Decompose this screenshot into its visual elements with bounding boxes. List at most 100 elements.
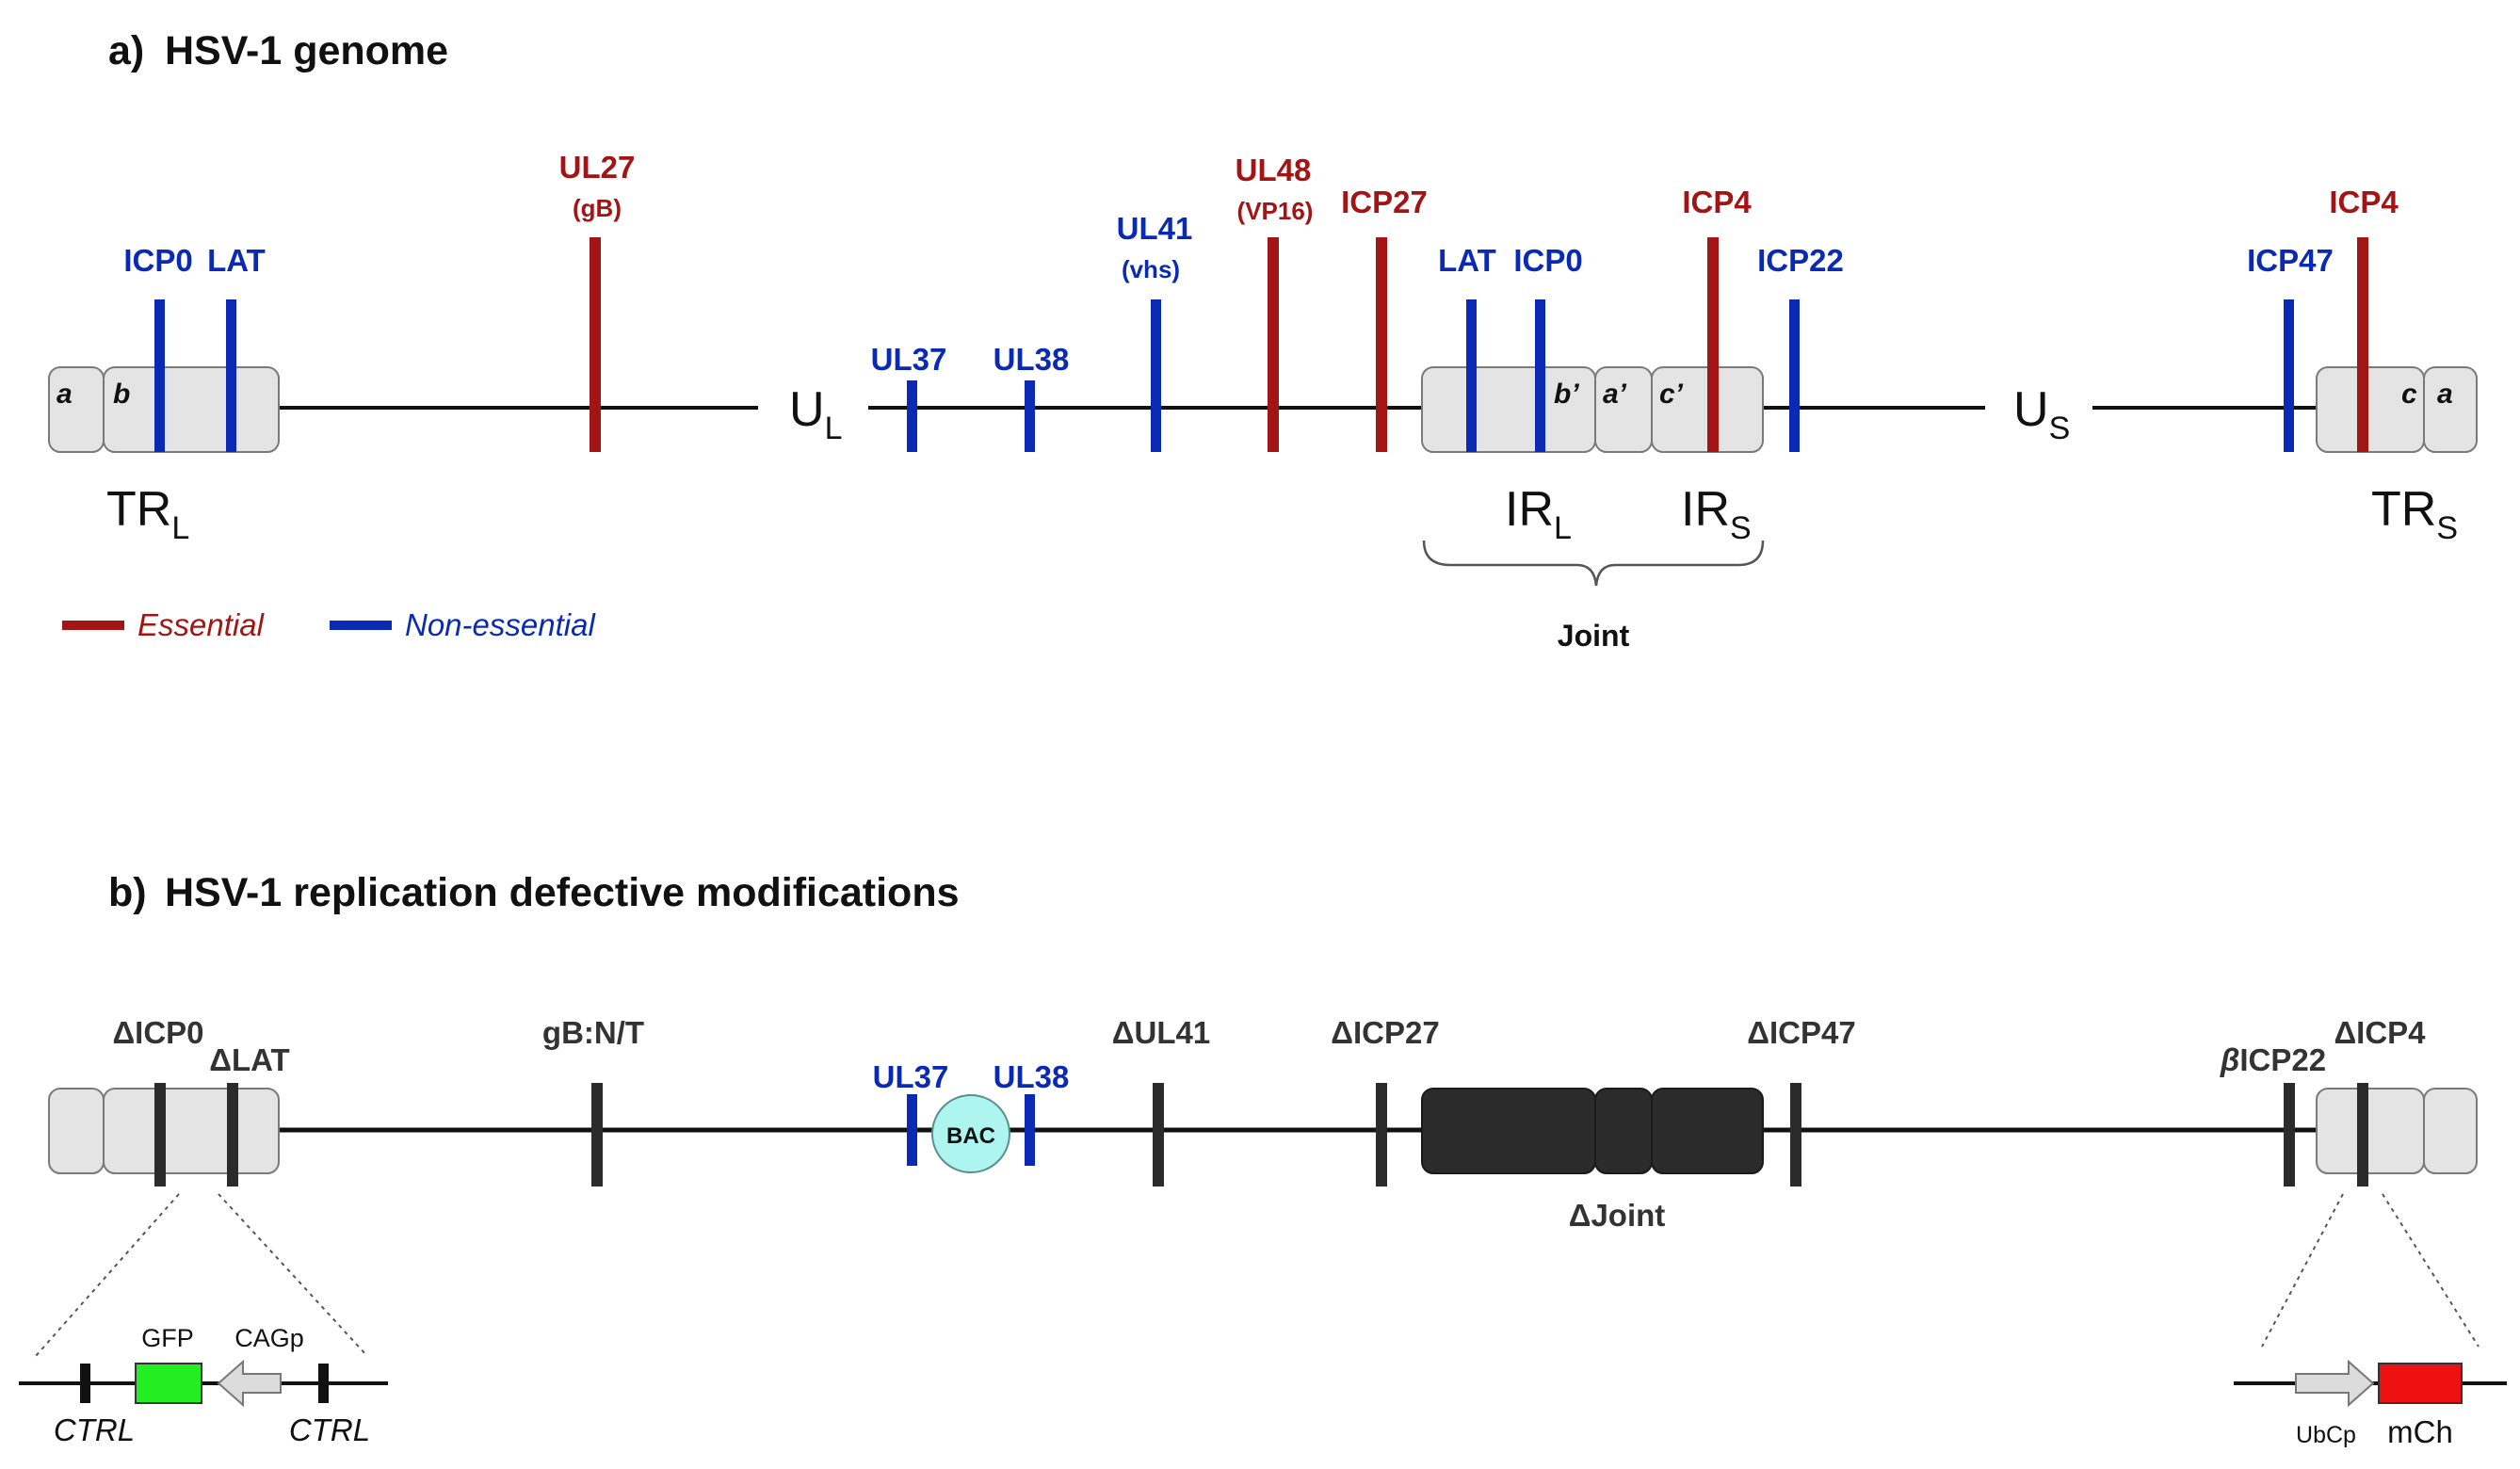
- panel-b: b) HSV-1 replication defective modificat…: [19, 870, 2507, 1449]
- ul37-marker: [907, 380, 917, 452]
- ul48-sub-label: (VP16): [1237, 197, 1314, 225]
- segment-a-prime-label: a’: [1603, 379, 1627, 410]
- cagp-label: CAGp: [234, 1324, 304, 1352]
- d-icp47-label: ΔICP47: [1747, 1015, 1855, 1050]
- icp47-marker: [2284, 299, 2294, 452]
- b-ul38-marker: [1025, 1094, 1035, 1166]
- d-icp0-marker: [154, 1083, 166, 1186]
- mch-label: mCh: [2387, 1414, 2453, 1449]
- ul48-marker: [1268, 237, 1279, 452]
- us-region-label: US: [2013, 382, 2070, 446]
- panel-b-label: b): [108, 870, 147, 915]
- ul-region-label: UL: [789, 382, 842, 446]
- b-icp22-label: βICP22: [2220, 1042, 2326, 1077]
- b-ul38-label: UL38: [993, 1059, 1070, 1094]
- b-ul37-label: UL37: [873, 1059, 949, 1094]
- icp4-right-marker: [2357, 237, 2368, 452]
- icp22-marker: [1789, 299, 1800, 452]
- deleted-joint-a-prime-box: [1594, 1088, 1653, 1174]
- d-icp27-label: ΔICP27: [1331, 1015, 1439, 1050]
- b-trs-segment-a-box: [2423, 1088, 2478, 1174]
- ul27-sub-label: (gB): [573, 194, 622, 222]
- icp47-label: ICP47: [2247, 243, 2334, 278]
- legend-essential-swatch: [62, 621, 124, 630]
- mcherry-box: [2378, 1363, 2463, 1404]
- d-ul41-marker: [1153, 1083, 1164, 1186]
- cagp-arrow: [217, 1359, 282, 1408]
- b-ul37-marker: [907, 1094, 917, 1166]
- ul37-label: UL37: [871, 342, 947, 377]
- d-lat-marker: [227, 1083, 238, 1186]
- segment-b-prime-label: b’: [1554, 379, 1579, 410]
- trs-segment-a-box: [2423, 366, 2478, 453]
- legend-essential-label: Essential: [137, 607, 266, 642]
- segment-b-label: b: [113, 379, 130, 410]
- segment-a-end-label: a: [2437, 379, 2453, 410]
- d-icp47-marker: [1790, 1083, 1801, 1186]
- ul41-label: UL41: [1117, 211, 1193, 246]
- icp27-marker: [1376, 237, 1387, 452]
- icp4-mid-marker: [1707, 237, 1719, 452]
- ul48-label: UL48: [1236, 153, 1312, 187]
- panel-a-label: a): [108, 28, 144, 73]
- gfp-box: [135, 1363, 202, 1404]
- ul27-label: UL27: [559, 150, 636, 185]
- right-zoom-line-2: [2382, 1193, 2480, 1348]
- lat-right-marker: [1466, 299, 1477, 452]
- panel-a-title: HSV-1 genome: [165, 28, 448, 73]
- deleted-joint-c-prime-box: [1651, 1088, 1764, 1174]
- panel-a: a) HSV-1 genome a b b’ a’ c’ c a UL US T…: [48, 28, 2478, 653]
- joint-brace: [1422, 540, 1765, 587]
- bac-label: BAC: [946, 1123, 995, 1149]
- gfp-label: GFP: [141, 1324, 194, 1352]
- icp22-label: ICP22: [1757, 243, 1844, 278]
- ul41-sub-label: (vhs): [1122, 255, 1180, 283]
- left-zoom-line-1: [35, 1193, 180, 1357]
- d-icp0-label: ΔICP0: [112, 1015, 203, 1050]
- b-trl-segment-a-box: [48, 1088, 105, 1174]
- segment-a-label: a: [57, 379, 73, 410]
- segment-c-label: c: [2401, 379, 2417, 410]
- ul38-marker: [1025, 380, 1035, 452]
- b-trl-segment-b-box: [103, 1088, 280, 1174]
- icp0-right-label: ICP0: [1513, 243, 1582, 278]
- ul27-marker: [590, 237, 601, 452]
- ctrl-right-label: CTRL: [289, 1412, 370, 1447]
- left-zoom-line-2: [218, 1193, 368, 1357]
- lat-left-label: LAT: [207, 243, 266, 278]
- d-icp4-marker: [2357, 1083, 2368, 1186]
- d-icp27-marker: [1376, 1083, 1387, 1186]
- segment-c-prime-label: c’: [1659, 379, 1684, 410]
- d-icp4-label: ΔICP4: [2334, 1015, 2426, 1050]
- d-lat-label: ΔLAT: [209, 1042, 289, 1077]
- d-joint-label: ΔJoint: [1569, 1198, 1666, 1233]
- bac-insert-circle: [931, 1094, 1010, 1173]
- joint-label: Joint: [1558, 619, 1630, 653]
- irs-region-label: IRS: [1681, 482, 1752, 546]
- right-zoom-line-1: [2261, 1193, 2344, 1348]
- ul41-marker: [1151, 299, 1161, 452]
- icp0-right-marker: [1535, 299, 1545, 452]
- icp27-label: ICP27: [1341, 185, 1428, 219]
- icp4-right-label: ICP4: [2329, 185, 2399, 219]
- ubcp-arrow: [2295, 1359, 2375, 1408]
- deleted-joint-b-prime-box: [1421, 1088, 1596, 1174]
- icp0-left-label: ICP0: [123, 243, 192, 278]
- icp4-mid-label: ICP4: [1682, 185, 1752, 219]
- gb-nt-marker: [591, 1083, 603, 1186]
- lat-left-marker: [226, 299, 236, 452]
- trs-region-label: TRS: [2371, 482, 2458, 546]
- b-trs-segment-c-box: [2316, 1088, 2425, 1174]
- ctrl-left-label: CTRL: [54, 1412, 135, 1447]
- panel-b-title: HSV-1 replication defective modification…: [165, 870, 960, 915]
- d-ul41-label: ΔUL41: [1112, 1015, 1210, 1050]
- lat-right-label: LAT: [1438, 243, 1496, 278]
- ubcp-label: UbCp: [2296, 1422, 2356, 1448]
- irl-region-label: IRL: [1505, 482, 1572, 546]
- ctrl-right-marker: [318, 1364, 329, 1403]
- icp0-left-marker: [154, 299, 165, 452]
- ctrl-left-marker: [80, 1364, 90, 1403]
- trl-region-label: TRL: [106, 482, 189, 546]
- gb-nt-label: gB:N/T: [542, 1015, 644, 1050]
